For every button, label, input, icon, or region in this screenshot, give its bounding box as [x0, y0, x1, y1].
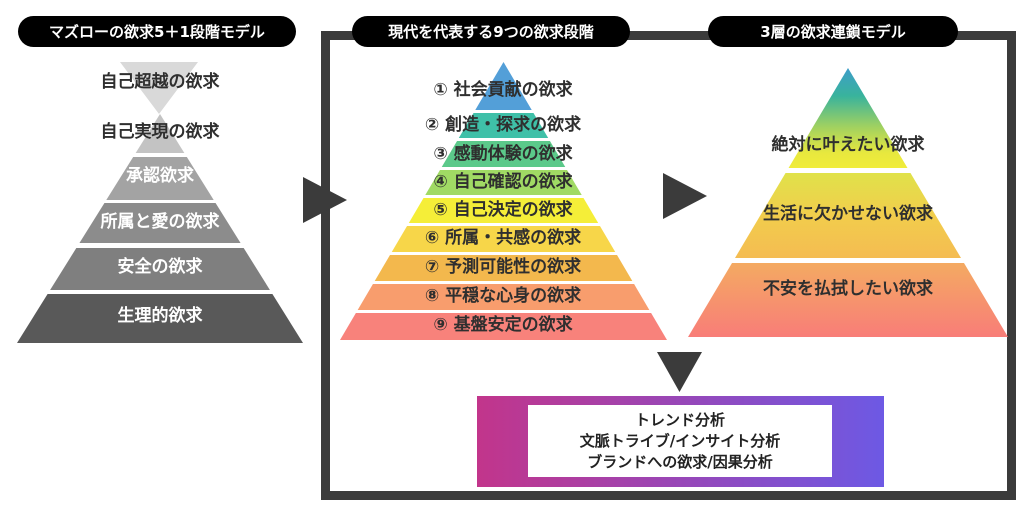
nine-needs-level-label: ⑨ 基盤安定の欲求	[433, 315, 573, 335]
maslow-level-label: 自己実現の欲求	[100, 122, 220, 142]
analysis-white-box: トレンド分析 文脈トライブ/インサイト分析 ブランドへの欲求/因果分析	[528, 405, 832, 477]
nine-needs-level-label: ② 創造・探求の欲求	[424, 115, 582, 135]
three-layer-level-label: 不安を払拭したい欲求	[763, 279, 933, 299]
maslow-level-label: 所属と愛の欲求	[100, 212, 220, 232]
three-layer-level-label: 生活に欠かせない欲求	[763, 204, 933, 224]
analysis-line: ブランドへの欲求/因果分析	[587, 452, 773, 471]
middle-panel-title: 現代を代表する9つの欲求段階	[388, 23, 594, 41]
maslow-level-label: 自己超越の欲求	[100, 72, 220, 92]
nine-needs-level-label: ④ 自己確認の欲求	[433, 172, 573, 192]
maslow-level-label: 生理的欲求	[117, 306, 203, 326]
flow-frame	[321, 31, 1016, 500]
middle-panel-title-pill: 現代を代表する9つの欲求段階	[352, 16, 630, 47]
nine-needs-level-label: ⑧ 平穏な心身の欲求	[424, 286, 582, 306]
left-panel-title: マズローの欲求5＋1段階モデル	[49, 23, 265, 41]
analysis-gradient-box: トレンド分析 文脈トライブ/インサイト分析 ブランドへの欲求/因果分析	[477, 396, 884, 487]
nine-needs-level-label: ① 社会貢献の欲求	[433, 80, 573, 100]
analysis-line: トレンド分析	[634, 410, 725, 429]
three-layer-level-label: 絶対に叶えたい欲求	[771, 135, 925, 155]
analysis-line: 文脈トライブ/インサイト分析	[579, 431, 781, 450]
nine-needs-level-label: ③ 感動体験の欲求	[433, 144, 573, 164]
left-panel-title-pill: マズローの欲求5＋1段階モデル	[18, 16, 296, 47]
right-panel-title: 3層の欲求連鎖モデル	[760, 23, 906, 41]
maslow-level-label: 安全の欲求	[117, 257, 203, 277]
nine-needs-level-label: ⑦ 予測可能性の欲求	[424, 257, 582, 277]
right-panel-title-pill: 3層の欲求連鎖モデル	[708, 16, 958, 47]
nine-needs-level-label: ⑤ 自己決定の欲求	[433, 200, 573, 220]
maslow-level-label: 承認欲求	[126, 166, 194, 186]
nine-needs-level-label: ⑥ 所属・共感の欲求	[424, 228, 582, 248]
